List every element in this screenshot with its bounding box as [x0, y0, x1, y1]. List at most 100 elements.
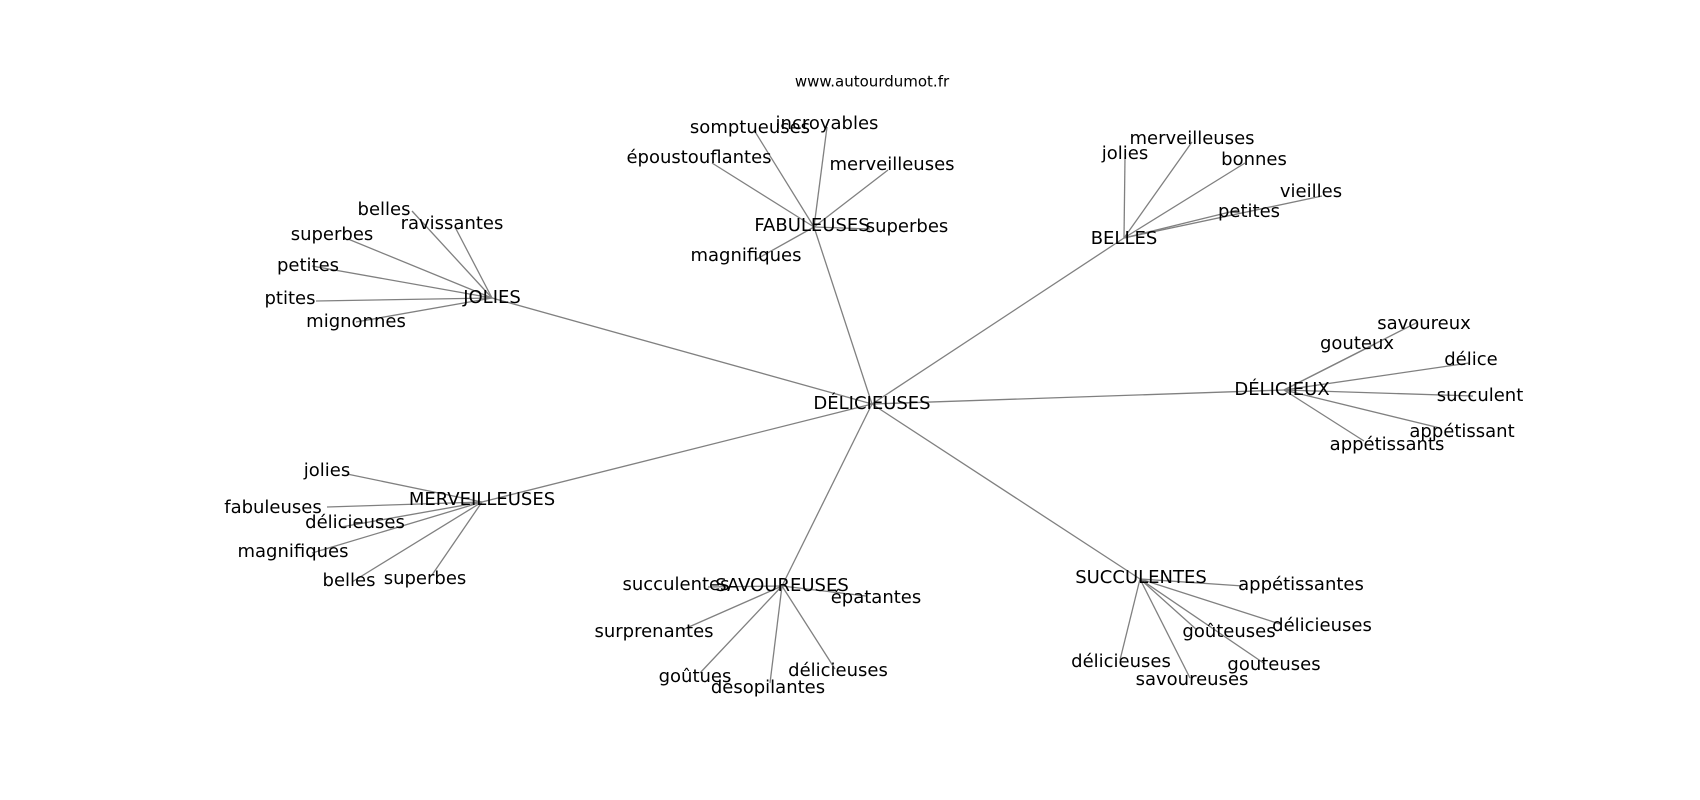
leaf-word-node: délice	[1444, 349, 1497, 370]
edge-center-to-branch	[871, 403, 1141, 580]
edge-branch-to-leaf	[813, 169, 889, 228]
leaf-word-node: belles	[358, 199, 411, 220]
edge-branch-to-leaf	[1139, 578, 1191, 679]
leaf-word-node: gouteux	[1320, 333, 1394, 354]
leaf-word-node: vieilles	[1280, 181, 1342, 202]
leaf-word-node: petites	[1218, 201, 1280, 222]
edge-branch-to-leaf	[1283, 389, 1474, 397]
center-word-node: DÉLICIEUSES	[813, 392, 930, 414]
watermark-text: www.autourdumot.fr	[795, 73, 950, 91]
edge-branch-to-leaf	[351, 501, 483, 583]
graph-edges	[311, 126, 1474, 684]
branch-word-node: SUCCULENTES	[1075, 567, 1207, 588]
edge-branch-to-leaf	[346, 473, 483, 503]
leaf-word-node: ptites	[265, 288, 316, 309]
leaf-word-node: superbes	[384, 568, 467, 589]
leaf-word-node: savoureuses	[1136, 669, 1249, 690]
leaf-word-node: appétissant	[1409, 421, 1514, 442]
edge-branch-to-leaf	[699, 585, 783, 674]
edge-branch-to-leaf	[754, 226, 815, 261]
edge-branch-to-leaf	[340, 501, 483, 528]
leaf-word-node: incroyables	[776, 113, 879, 134]
edge-branch-to-leaf	[1139, 578, 1198, 631]
edge-center-to-branch	[871, 237, 1125, 405]
leaf-word-node: gouteuses	[1227, 654, 1320, 675]
edge-center-to-branch	[781, 403, 873, 587]
edge-branch-to-leaf	[753, 129, 815, 228]
edge-branch-to-leaf	[355, 297, 493, 323]
edge-branch-to-leaf	[326, 501, 483, 508]
leaf-word-node: merveilleuses	[1129, 128, 1254, 149]
leaf-word-node: appétissants	[1330, 434, 1445, 455]
leaf-word-node: goûteuses	[1182, 621, 1275, 642]
leaf-word-node: bonnes	[1221, 149, 1287, 170]
edge-branch-to-leaf	[1283, 362, 1470, 391]
leaf-word-node: mignonnes	[306, 311, 406, 332]
edge-branch-to-leaf	[707, 585, 783, 588]
edge-branch-to-leaf	[1283, 389, 1365, 442]
edge-branch-to-leaf	[781, 585, 836, 670]
leaf-word-node: somptueuses	[690, 117, 810, 138]
branch-word-node: BELLES	[1091, 228, 1158, 249]
leaf-word-node: jolies	[1101, 143, 1148, 164]
leaf-word-node: appétissantes	[1238, 574, 1364, 595]
branch-word-node: SAVOUREUSES	[715, 575, 849, 596]
leaf-word-node: fabuleuses	[224, 497, 322, 518]
edge-branch-to-leaf	[411, 210, 493, 299]
edge-branch-to-leaf	[1139, 578, 1244, 587]
leaf-word-node: désopilantes	[711, 677, 825, 698]
branch-word-node: JOLIES	[462, 287, 521, 308]
edge-branch-to-leaf	[1123, 162, 1246, 239]
edge-center-to-branch	[491, 297, 873, 405]
edge-branch-to-leaf	[315, 297, 493, 302]
branch-word-node: DÉLICIEUX	[1234, 378, 1329, 400]
edge-branch-to-leaf	[1123, 195, 1323, 239]
leaf-word-node: merveilleuses	[829, 154, 954, 175]
leaf-word-node: succulent	[1437, 385, 1524, 406]
edge-branch-to-leaf	[711, 162, 815, 228]
edge-branch-to-leaf	[813, 126, 828, 228]
leaf-word-node: délicieuses	[1272, 615, 1372, 636]
leaf-word-node: délicieuses	[788, 660, 888, 681]
edge-branch-to-leaf	[454, 226, 493, 299]
edge-branch-to-leaf	[1139, 578, 1281, 625]
leaf-word-node: épatantes	[831, 587, 922, 608]
edge-center-to-branch	[481, 403, 873, 503]
edge-branch-to-leaf	[781, 585, 867, 597]
edge-branch-to-leaf	[769, 585, 783, 684]
edge-branch-to-leaf	[813, 226, 871, 230]
leaf-word-node: superbes	[866, 216, 949, 237]
leaf-word-node: magnifiques	[237, 541, 348, 562]
leaf-word-node: délicieuses	[305, 512, 405, 533]
leaf-word-node: jolies	[303, 460, 350, 481]
edge-branch-to-leaf	[1283, 344, 1374, 391]
leaf-word-node: magnifiques	[690, 245, 801, 266]
edge-branch-to-leaf	[1123, 156, 1126, 239]
graph-labels: www.autourdumot.fr DÉLICIEUSES JOLIES bell…	[224, 73, 1523, 699]
leaf-word-node: délicieuses	[1071, 651, 1171, 672]
edge-branch-to-leaf	[311, 265, 493, 299]
edge-branch-to-leaf	[311, 501, 483, 554]
leaf-word-node: superbes	[291, 224, 374, 245]
edge-branch-to-leaf	[1123, 209, 1239, 239]
leaf-word-node: ravissantes	[401, 213, 504, 234]
leaf-word-node: succulentes	[623, 574, 730, 595]
leaf-word-node: époustouflantes	[626, 147, 771, 168]
edge-branch-to-leaf	[347, 238, 493, 299]
edge-branch-to-leaf	[1119, 578, 1141, 661]
edge-branch-to-leaf	[1139, 578, 1266, 665]
leaf-word-node: goûtues	[659, 666, 732, 687]
edge-branch-to-leaf	[681, 585, 783, 631]
branch-word-node: FABULEUSES	[754, 215, 869, 236]
leaf-word-node: surprenantes	[594, 621, 713, 642]
edge-branch-to-leaf	[1123, 141, 1193, 239]
edge-branch-to-leaf	[1283, 389, 1441, 429]
edge-center-to-branch	[813, 226, 873, 405]
edge-branch-to-leaf	[431, 501, 483, 576]
edge-center-to-branch	[871, 389, 1285, 405]
branch-word-node: MERVEILLEUSES	[409, 489, 555, 510]
leaf-word-node: belles	[323, 570, 376, 591]
leaf-word-node: petites	[277, 255, 339, 276]
leaf-word-node: savoureux	[1377, 313, 1471, 334]
